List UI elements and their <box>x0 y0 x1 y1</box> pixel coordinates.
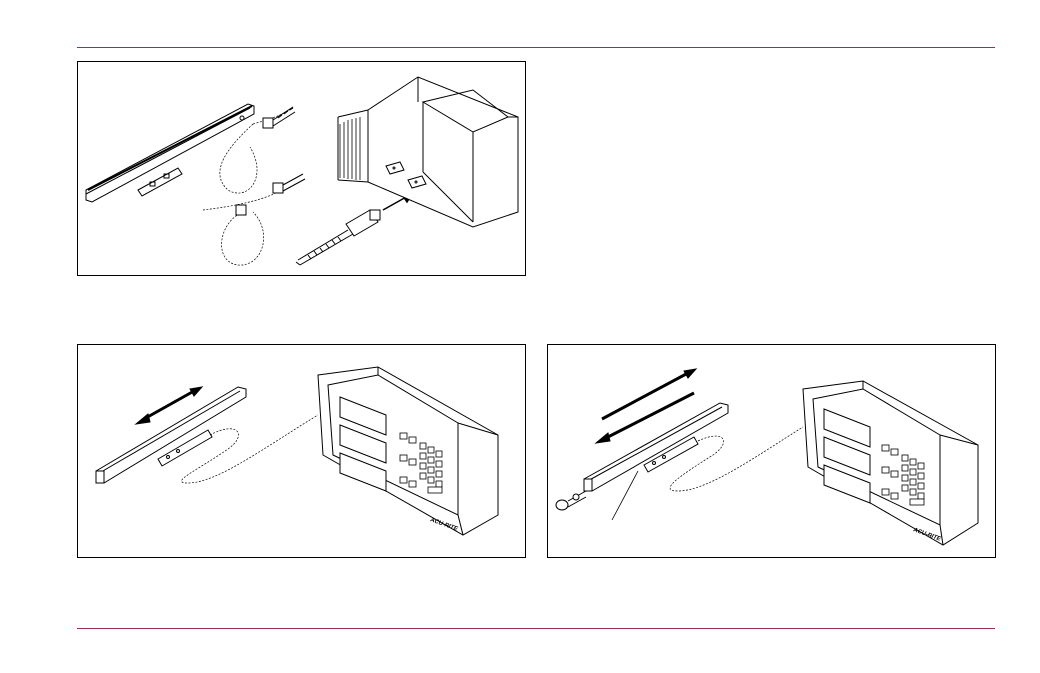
cable <box>670 427 803 491</box>
cable-bottom <box>203 192 278 265</box>
readout-front-housing <box>318 367 498 535</box>
scale-body <box>96 387 246 483</box>
travel-arrow-upper <box>602 369 696 419</box>
scale-body <box>86 104 254 202</box>
connector-plug <box>296 210 380 265</box>
scale-travel-illustration: ACU-RITE <box>78 345 527 559</box>
footer-rule <box>77 628 995 629</box>
readout-rear-fins <box>340 117 360 180</box>
pointer-line <box>612 471 638 520</box>
figure-scale-travel-reader: ACU-RITE <box>547 344 996 558</box>
fitting-top <box>263 107 295 128</box>
connection-illustration <box>78 62 527 277</box>
fitting-bottom <box>236 174 305 215</box>
cable <box>182 415 318 483</box>
readout-front-housing <box>803 381 978 545</box>
reader-head <box>556 491 586 510</box>
scale-travel-reader-illustration: ACU-RITE <box>548 345 997 559</box>
readout-rear-housing <box>338 77 518 227</box>
figure-connection <box>77 61 526 276</box>
figure-scale-travel: ACU-RITE <box>77 344 526 558</box>
header-rule <box>77 47 995 48</box>
